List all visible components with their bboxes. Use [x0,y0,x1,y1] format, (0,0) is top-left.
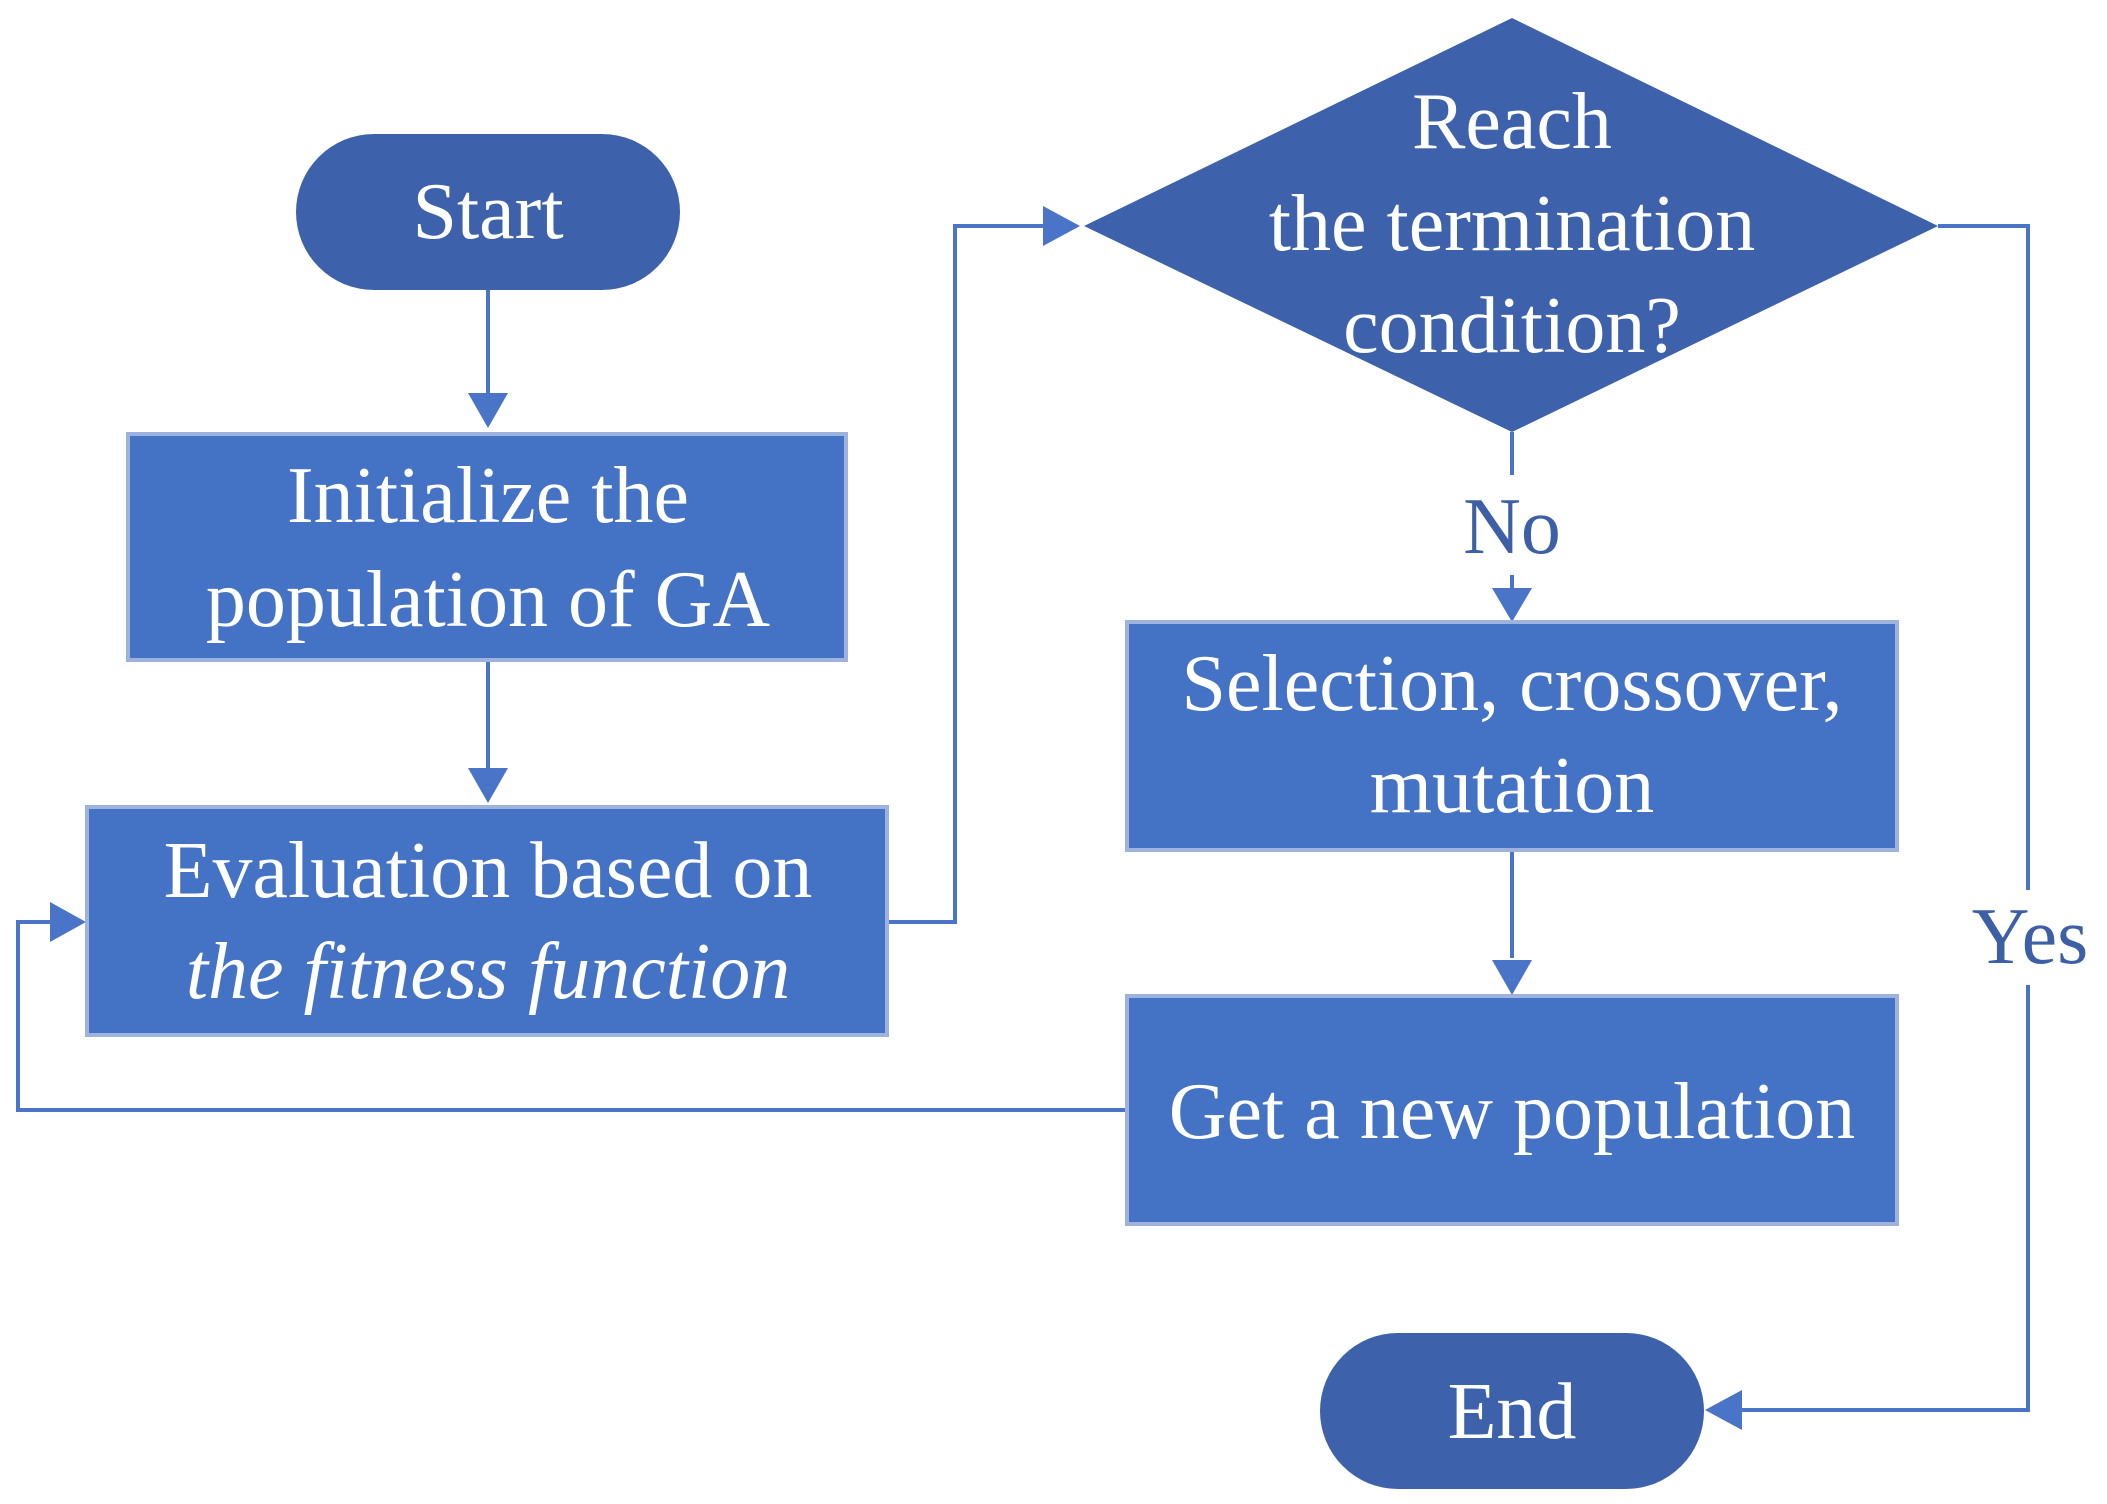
edge-decision-to-end-lower [1725,985,2030,1412]
arrowhead-new-population [1492,960,1532,995]
end-label: End [1448,1368,1577,1456]
selection-label-line1: Selection, crossover, [1181,640,1842,728]
arrowhead-end [1705,1390,1742,1430]
arrowheads [50,206,1742,1430]
edge-new-population-to-evaluation [16,920,1127,1112]
decision-label-line1: Reach [1412,78,1612,166]
yes-label: Yes [1972,893,2088,981]
arrowhead-evaluation-top [468,768,508,803]
edge-decision-to-end-upper [1938,224,2030,890]
new-population-node: Get a new population [1125,994,1899,1226]
start-label: Start [412,168,563,256]
evaluation-node: Evaluation based on the fitness function [85,805,889,1037]
end-node: End [1320,1333,1704,1489]
decision-label-line3: condition? [1343,282,1681,370]
arrowhead-selection [1492,588,1532,622]
evaluation-label-line2: the fitness function [186,928,790,1016]
evaluation-label-line1: Evaluation based on [164,827,813,915]
selection-label-line2: mutation [1370,742,1654,830]
no-label: No [1463,483,1561,571]
new-population-label: Get a new population [1169,1068,1855,1156]
start-node: Start [296,134,680,290]
arrowhead-decision [1043,206,1080,246]
initialize-label-line1: Initialize the [287,452,689,540]
arrowhead-evaluation-left [50,902,86,942]
termination-decision-node: Reach the termination condition? [1084,18,1938,432]
selection-node: Selection, crossover, mutation [1125,620,1899,852]
connectors [16,224,2030,1412]
arrowhead-initialize [468,393,508,428]
decision-label-line2: the termination [1269,180,1756,268]
initialize-label-line2: population of GA [206,556,771,644]
initialize-node: Initialize the population of GA [126,432,848,662]
edge-evaluation-to-decision [887,224,1050,924]
